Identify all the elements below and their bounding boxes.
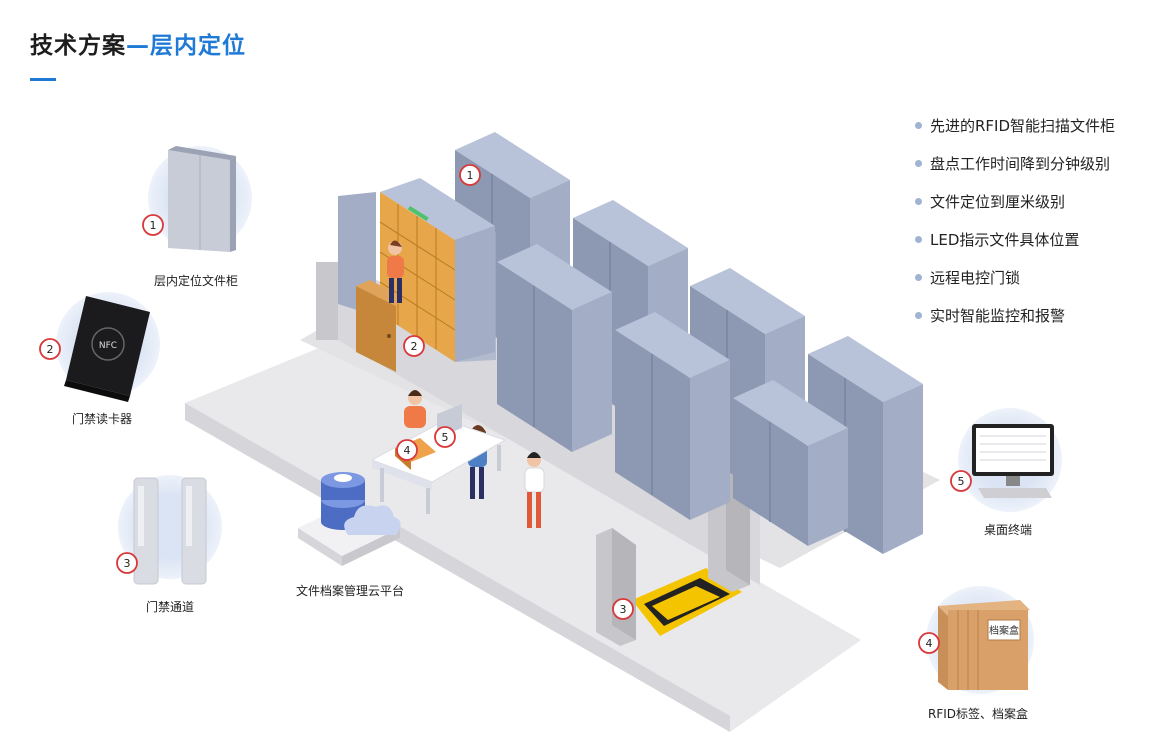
svg-text:2: 2: [47, 343, 54, 356]
cabinet-group: [338, 132, 923, 554]
svg-text:5: 5: [442, 431, 449, 444]
cabinet-unit: [497, 244, 612, 452]
svg-text:1: 1: [150, 219, 157, 232]
open-cabinet: [338, 178, 496, 362]
svg-text:档案盒: 档案盒: [989, 624, 1019, 637]
svg-text:2: 2: [411, 340, 418, 353]
title-underline: [30, 78, 56, 81]
svg-text:5: 5: [958, 475, 965, 488]
feature-item: 先进的RFID智能扫描文件柜: [914, 114, 1115, 152]
svg-text:4: 4: [926, 637, 933, 650]
label-terminal: 桌面终端: [983, 523, 1033, 537]
component-reader: NFC 2: [39, 292, 160, 402]
hazard-zone: [632, 568, 742, 636]
cabinet-unit: [615, 312, 730, 520]
label-boxes: RFID标签、档案盒: [927, 707, 1029, 721]
feature-item: 远程电控门锁: [914, 266, 1115, 304]
component-cabinet: 1: [142, 146, 252, 252]
label-cabinet: 层内定位文件柜: [153, 274, 239, 288]
svg-text:4: 4: [404, 444, 411, 457]
svg-text:1: 1: [467, 169, 474, 182]
label-gate: 门禁通道: [145, 600, 195, 614]
component-boxes: 档案盒 4: [918, 586, 1034, 694]
svg-text:NFC: NFC: [99, 341, 117, 351]
svg-text:3: 3: [620, 603, 627, 616]
feature-item: 盘点工作时间降到分钟级别: [914, 152, 1115, 190]
component-gate: 3: [116, 475, 222, 585]
scene-marker: 1: [459, 164, 481, 186]
person-at-cabinet: [387, 240, 404, 303]
svg-text:3: 3: [124, 557, 131, 570]
feature-item: 文件定位到厘米级别: [914, 190, 1115, 228]
label-reader: 门禁读卡器: [71, 412, 133, 426]
feature-item: 实时智能监控和报警: [914, 304, 1115, 342]
feature-item: LED指示文件具体位置: [914, 228, 1115, 266]
component-terminal: 5: [950, 408, 1062, 512]
feature-list: 先进的RFID智能扫描文件柜 盘点工作时间降到分钟级别 文件定位到厘米级别 LE…: [914, 114, 1115, 342]
scene-marker: 5: [434, 426, 456, 448]
cabinet-unit: [733, 380, 848, 546]
person-man: [524, 452, 545, 528]
title-main: 技术方案: [30, 33, 126, 59]
scene-marker: 4: [396, 439, 418, 461]
person-seated: [404, 390, 426, 428]
page-title: 技术方案—层内定位: [30, 26, 246, 60]
scene-cloud-platform: [298, 472, 401, 566]
scene-marker: 3: [612, 598, 634, 620]
title-accent: —层内定位: [126, 33, 246, 59]
label-cloud-platform: 文件档案管理云平台: [295, 584, 405, 598]
scene-marker: 2: [403, 335, 425, 357]
